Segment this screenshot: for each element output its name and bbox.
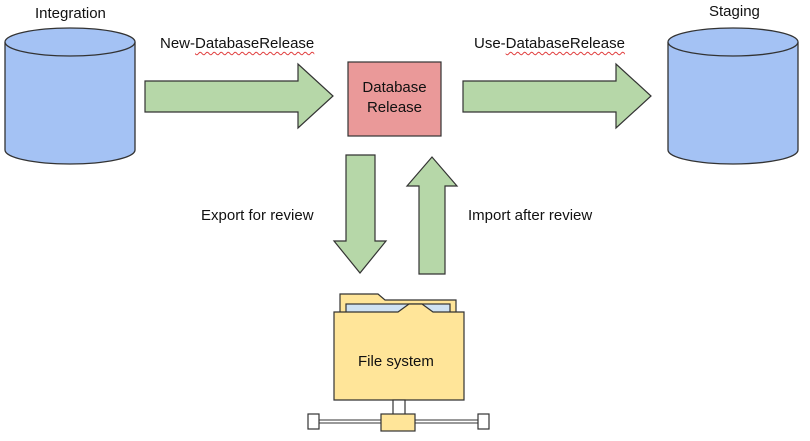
new-release-label-prefix: New- [160, 35, 196, 52]
use-release-arrow [462, 62, 652, 130]
staging-label: Staging [709, 3, 760, 20]
staging-database-cylinder [667, 27, 799, 165]
new-release-arrow [144, 62, 334, 130]
database-release-line1: Database [362, 79, 427, 96]
import-arrow [405, 156, 459, 275]
database-release-label: Database Release [348, 78, 441, 118]
folder-icon [333, 293, 465, 401]
integration-label: Integration [35, 5, 106, 22]
use-release-label: Use-DatabaseRelease [474, 35, 625, 53]
database-release-line2: Release [366, 99, 423, 116]
export-label: Export for review [201, 207, 314, 224]
database-release-box [347, 61, 442, 137]
network-icon [307, 399, 490, 432]
integration-database-cylinder [4, 27, 136, 165]
file-system-label: File system [358, 353, 434, 370]
use-release-label-prefix: Use- [474, 35, 506, 52]
import-label: Import after review [468, 207, 593, 224]
export-arrow [332, 154, 388, 274]
new-release-label-cmd: DatabaseRelease [195, 35, 315, 52]
use-release-label-cmd: DatabaseRelease [505, 35, 625, 52]
new-release-label: New-DatabaseRelease [160, 35, 314, 53]
